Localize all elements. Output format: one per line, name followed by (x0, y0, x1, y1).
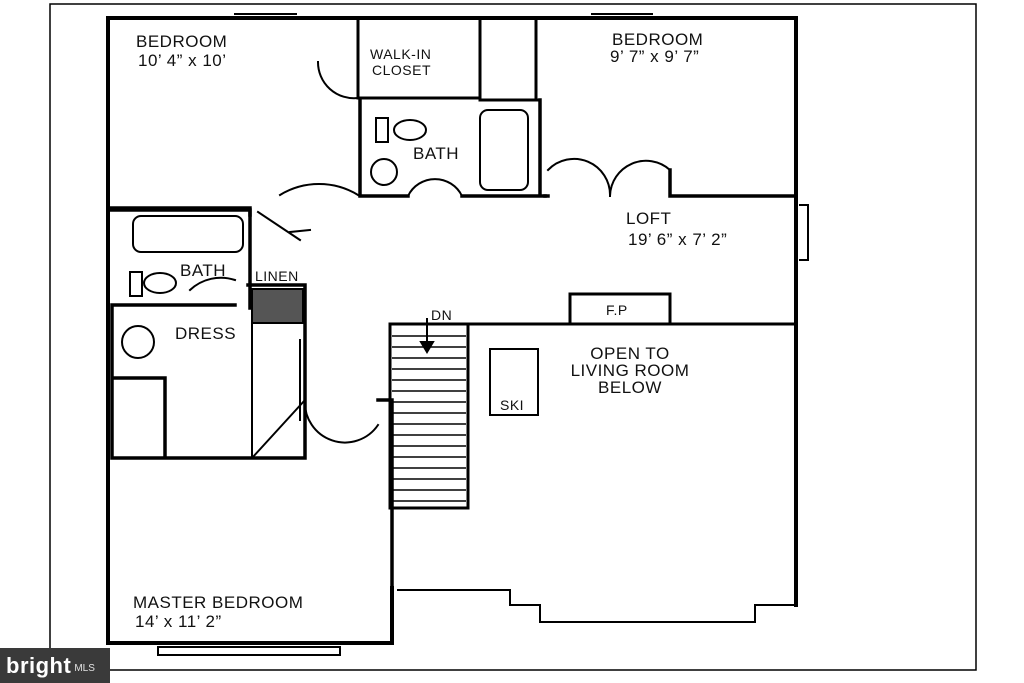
loft-name: LOFT (626, 209, 672, 228)
loft-size: 19’ 6” x 7’ 2” (628, 230, 728, 249)
open-area-label-1: OPEN TO (590, 344, 670, 363)
toilet-master (143, 272, 177, 294)
master-bedroom-name: MASTER BEDROOM (133, 593, 304, 612)
closet-wall (356, 18, 542, 102)
linen-label: LINEN (255, 268, 299, 284)
toilet-tank-upper (375, 117, 389, 143)
open-area-label-2: LIVING ROOM (570, 361, 690, 380)
stair-treads (392, 335, 466, 502)
fireplace-box (568, 292, 672, 326)
master-bedroom-size: 14’ x 11’ 2” (135, 612, 222, 631)
bath-master-label: BATH (180, 261, 227, 280)
sink-master (121, 325, 155, 359)
brand-suffix: MLS (74, 663, 95, 674)
tub-upper (479, 109, 529, 191)
exterior-wall (106, 16, 798, 645)
dress-closet (250, 324, 307, 460)
bedroom-ne-name: BEDROOM (612, 30, 704, 49)
bath-master-wall (106, 208, 307, 460)
bedroom-ne-size: 9’ 7” x 9’ 7” (610, 47, 700, 66)
door-swing (188, 60, 672, 444)
sink-upper (370, 158, 398, 186)
window (157, 13, 809, 656)
bedroom-nw-size: 10’ 4” x 10’ (138, 51, 227, 70)
walk-in-closet-label-1: WALK-IN (370, 46, 432, 62)
fireplace-label: F.P (606, 302, 628, 318)
linen-closet (251, 288, 304, 324)
stair-arrow (419, 318, 435, 354)
page-frame (49, 3, 977, 671)
bedroom-nw-name: BEDROOM (136, 32, 228, 51)
stair-outline (388, 322, 470, 510)
dress-label: DRESS (175, 324, 237, 343)
linen-door (256, 210, 312, 242)
stairs-label: DN (431, 307, 453, 323)
brand-watermark: bright MLS (0, 648, 110, 683)
brand-name: bright (6, 652, 72, 678)
open-area-outline (397, 589, 797, 623)
ski-box (489, 348, 539, 416)
tub-master (132, 215, 244, 253)
toilet-tank-master (129, 271, 143, 297)
open-area-label-3: BELOW (598, 378, 662, 397)
ski-label: SKI (500, 397, 525, 413)
bath-upper-label: BATH (413, 144, 460, 163)
toilet-upper (393, 119, 427, 141)
walk-in-closet-label-2: CLOSET (372, 62, 432, 78)
bedroom-ne-wall (543, 168, 798, 198)
